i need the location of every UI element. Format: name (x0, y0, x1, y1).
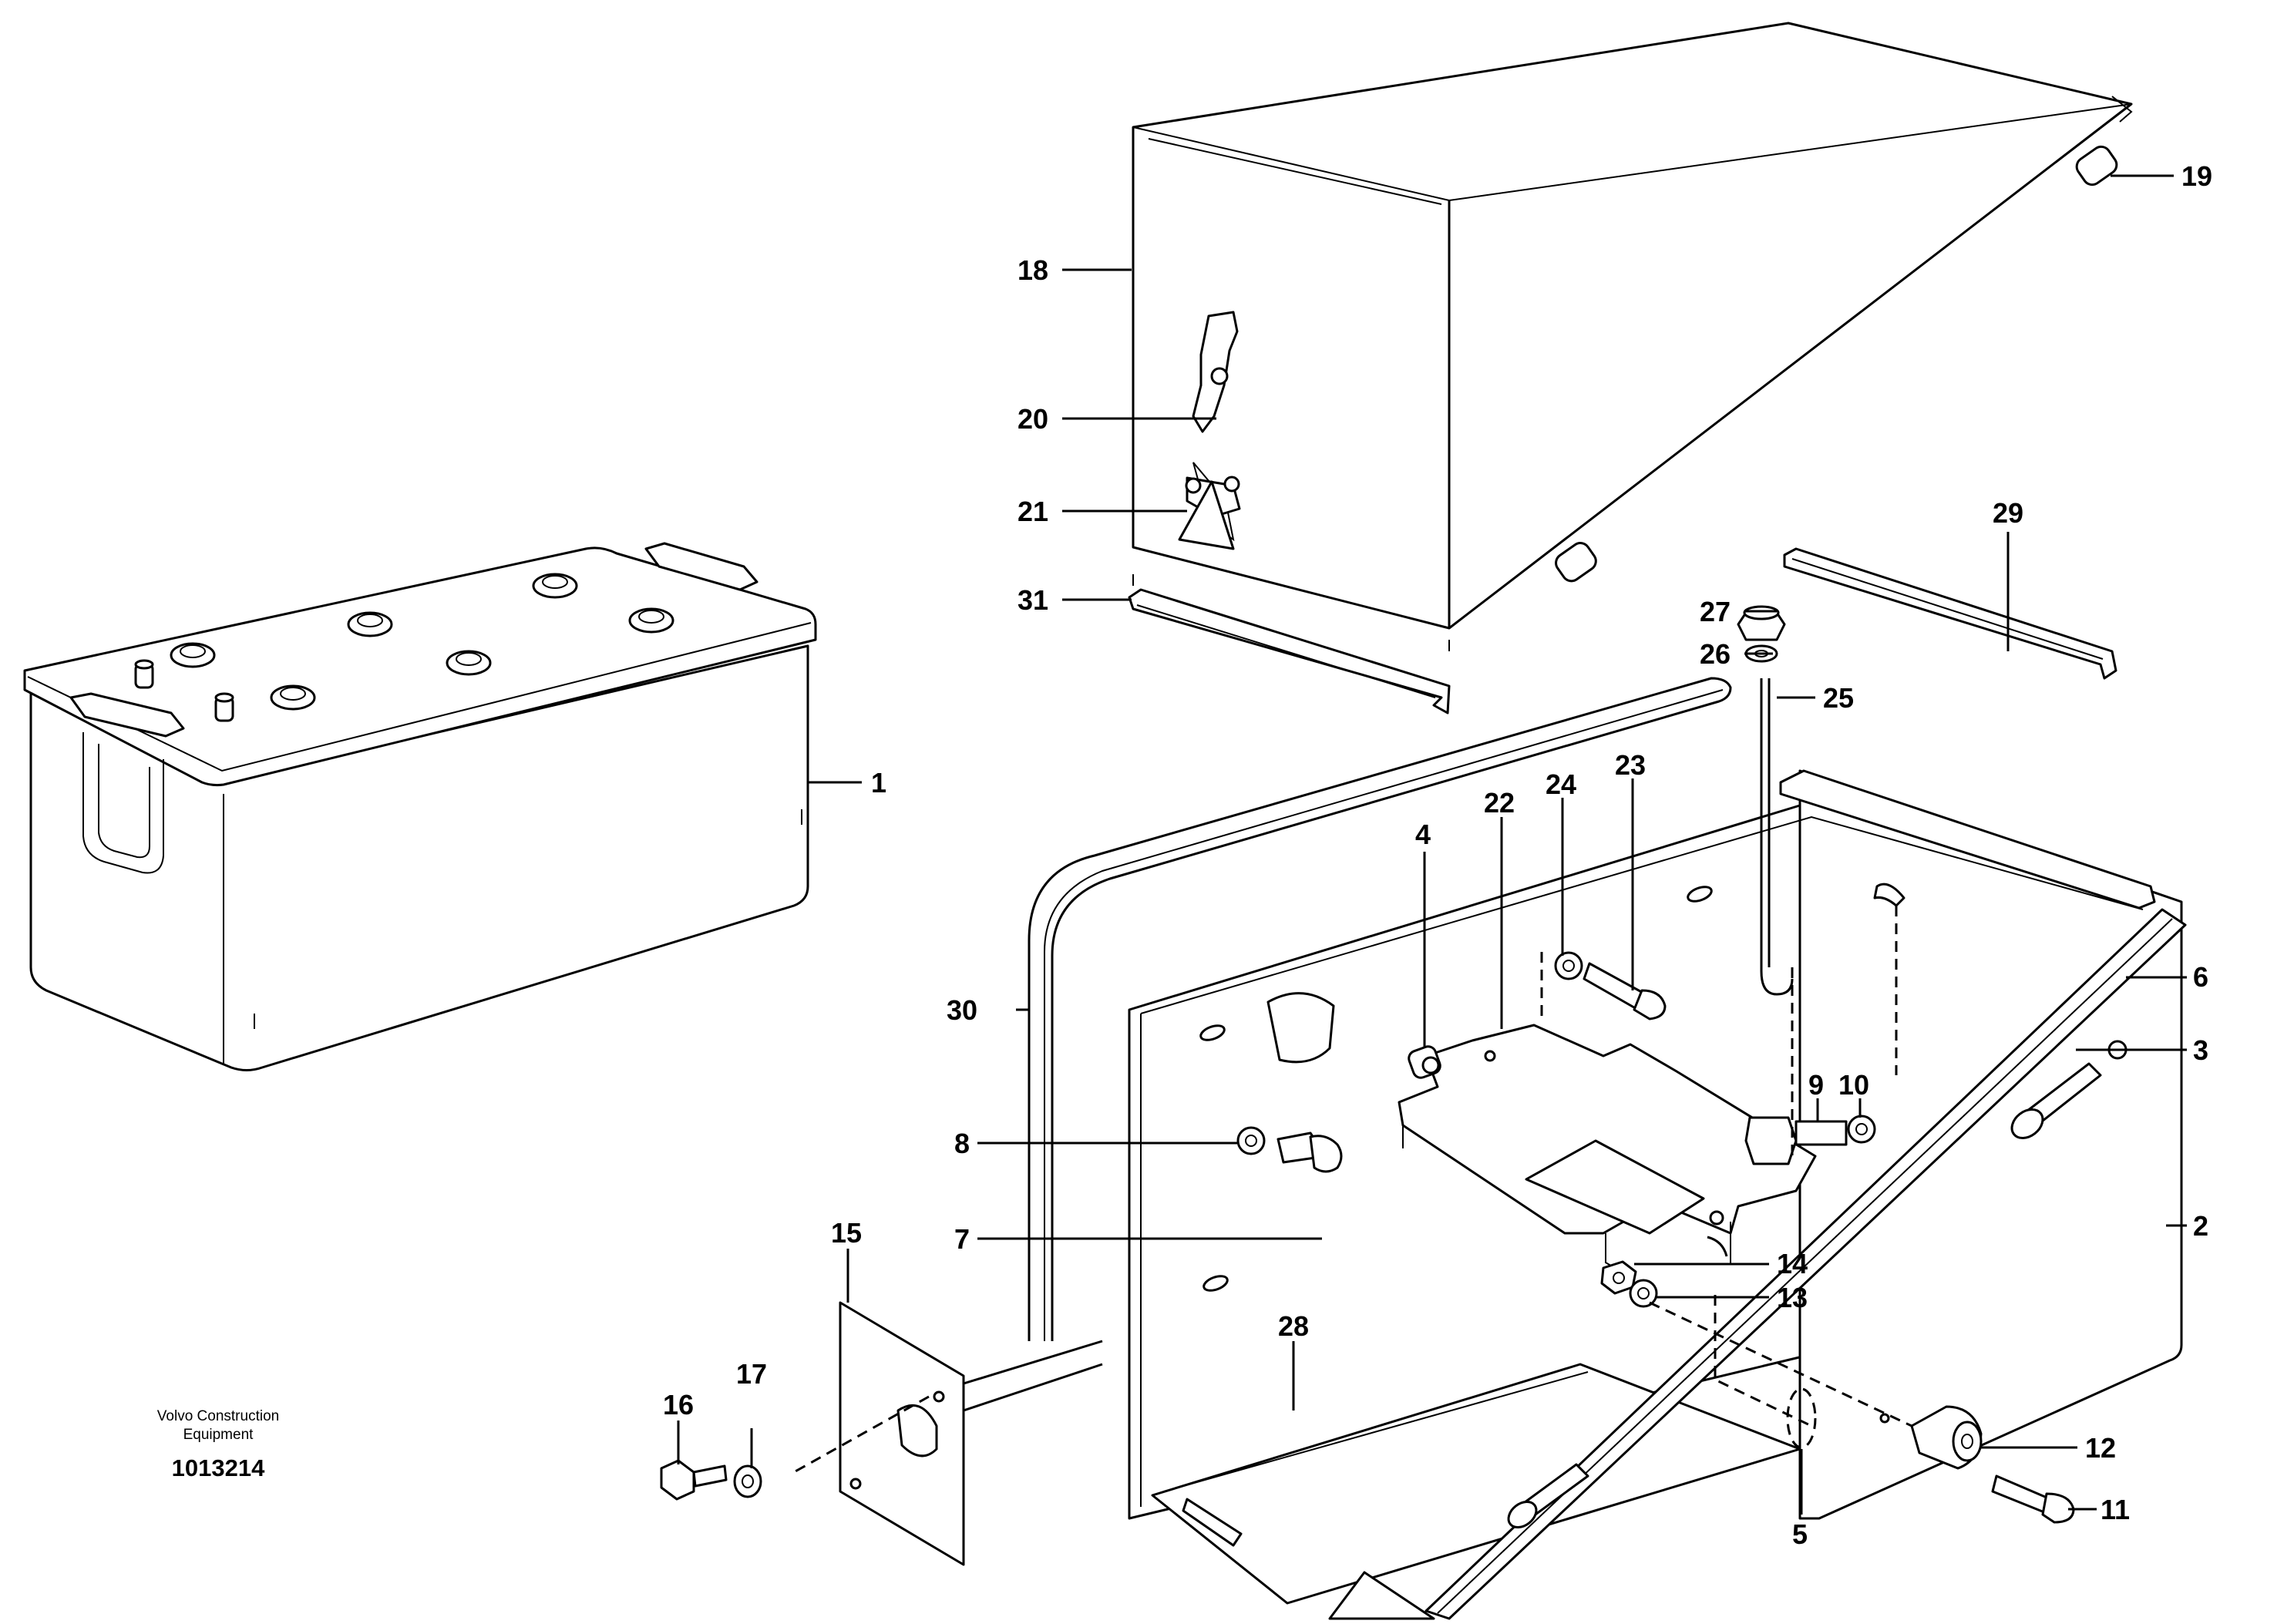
part-label-12: 12 (2085, 1432, 2116, 1464)
part-number-labels: 1 2 3 4 5 6 7 8 9 10 11 12 13 14 15 16 1… (663, 160, 2212, 1550)
part-label-24: 24 (1546, 768, 1576, 800)
part-label-29: 29 (1993, 497, 2023, 529)
part-label-28: 28 (1278, 1310, 1309, 1342)
leader-lines (677, 174, 2187, 1515)
part-label-11: 11 (2101, 1494, 2130, 1525)
part-label-23: 23 (1615, 749, 1646, 781)
rubber-strip-31 (1128, 588, 1451, 714)
part-label-13: 13 (1777, 1282, 1808, 1313)
part-label-27: 27 (1700, 596, 1731, 627)
diagram-caption: Volvo Construction Equipment 1013214 (157, 1408, 279, 1481)
part-label-8: 8 (954, 1128, 970, 1159)
part-label-1: 1 (871, 767, 886, 799)
caption-company-line1: Volvo Construction (157, 1408, 279, 1424)
caption-company-line2: Equipment (183, 1427, 254, 1443)
part-label-5: 5 (1792, 1518, 1808, 1550)
caption-drawing-number: 1013214 (172, 1454, 265, 1481)
part-label-21: 21 (1018, 496, 1048, 527)
part-label-10: 10 (1838, 1069, 1869, 1101)
part-label-30: 30 (947, 994, 977, 1026)
part-label-25: 25 (1823, 682, 1854, 714)
part-label-6: 6 (2193, 961, 2208, 993)
part-label-9: 9 (1808, 1069, 1824, 1101)
part-label-22: 22 (1484, 787, 1515, 819)
part-label-2: 2 (2193, 1210, 2208, 1242)
part-label-4: 4 (1415, 819, 1431, 850)
part-label-20: 20 (1018, 403, 1048, 435)
rubber-strip-29 (1783, 547, 2117, 680)
part-label-16: 16 (663, 1389, 694, 1421)
part-label-19: 19 (2181, 160, 2212, 192)
part-label-31: 31 (1018, 584, 1048, 616)
part-label-7: 7 (954, 1223, 970, 1255)
battery-box-drawing (1028, 605, 2187, 1620)
part-label-17: 17 (736, 1358, 767, 1390)
part-label-15: 15 (831, 1217, 862, 1249)
part-label-14: 14 (1777, 1248, 1808, 1279)
part-label-26: 26 (1700, 638, 1731, 670)
bracket-plate-15-drawing (660, 1301, 1103, 1566)
part-label-18: 18 (1018, 254, 1048, 286)
part-label-3: 3 (2193, 1034, 2208, 1066)
battery-cover-drawing (1132, 22, 2133, 651)
battery-drawing (23, 542, 817, 1071)
